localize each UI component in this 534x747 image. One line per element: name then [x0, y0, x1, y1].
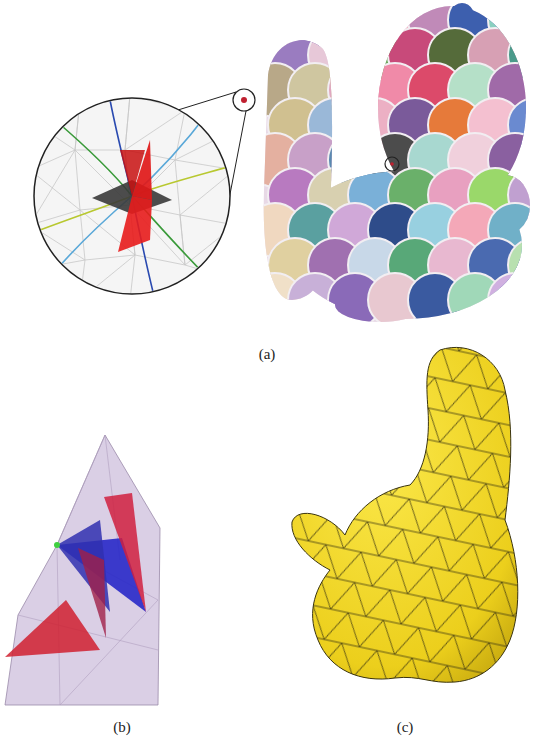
- highlight-dot: [390, 162, 394, 166]
- zoom-inset: [34, 98, 230, 294]
- highlight-circle: [385, 157, 399, 171]
- panel-label: (b): [113, 718, 131, 736]
- panel-label: (c): [397, 718, 414, 736]
- highlight-circle: [233, 89, 255, 111]
- polytope-figure: [5, 435, 160, 705]
- zoom-detail: [30, 95, 235, 300]
- segmented-bunny: [248, 0, 534, 330]
- remeshed-bunny: [280, 330, 534, 700]
- zoom-leader: [178, 92, 236, 110]
- highlight-dot: [241, 97, 247, 103]
- panel-label: (a): [259, 345, 276, 363]
- zoom-inset-border: [34, 98, 230, 294]
